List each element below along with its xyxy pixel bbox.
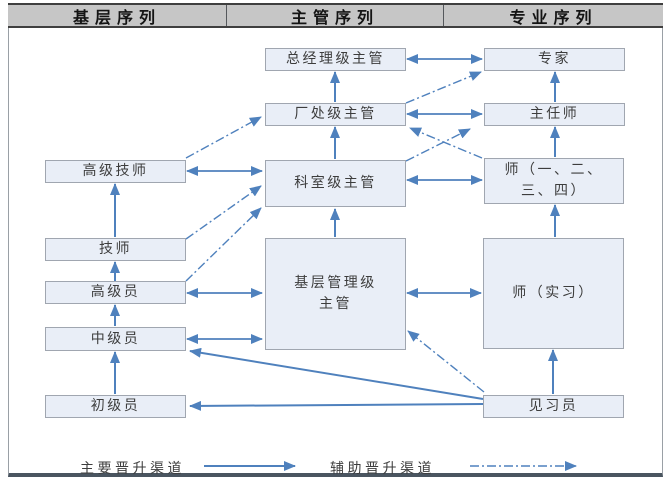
node-gm-level-supervisor: 总经理级主管 (265, 48, 406, 71)
node-engineer-intern: 师（实习） (483, 238, 624, 349)
node-section-level-supervisor: 科室级主管 (265, 160, 406, 207)
node-senior-staff: 高级员 (45, 281, 186, 304)
node-mid-level-staff: 中级员 (45, 327, 186, 351)
node-junior-staff: 初级员 (45, 395, 186, 418)
legend-main-label: 主要晋升渠道 (80, 462, 185, 477)
node-trainee: 见习员 (483, 395, 624, 418)
header-cell-zhuguan-xulie: 主管序列 (227, 5, 444, 27)
node-chief-engineer: 主任师 (484, 103, 625, 126)
legend-aux-label: 辅助晋升渠道 (330, 462, 435, 477)
node-grassroots-mgmt-supervisor: 基层管理级 主管 (265, 238, 406, 350)
header-cell-jiceng-xulie: 基层序列 (8, 5, 227, 27)
header-cell-zhuanye-xulie: 专业序列 (509, 9, 598, 27)
legend-aux-arrow-icon (470, 461, 577, 471)
legend-main-arrow-icon (204, 461, 296, 471)
node-plant-level-supervisor: 厂处级主管 (265, 103, 406, 126)
node-technician: 技师 (45, 238, 186, 261)
node-engineer-grade-1-4: 师（一、二、 三、四） (484, 158, 624, 204)
node-expert: 专家 (484, 48, 625, 71)
column-header-row: 基层序列 主管序列 专业序列 (8, 3, 663, 28)
node-senior-technician: 高级技师 (45, 160, 186, 183)
